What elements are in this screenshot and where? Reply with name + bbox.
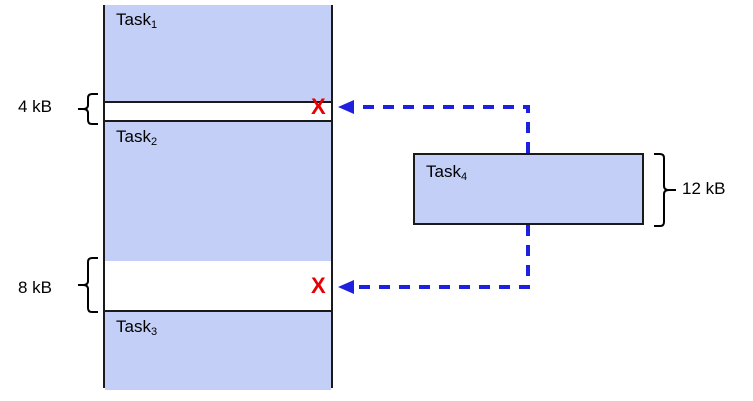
memory-block-task1-label: Task1 bbox=[116, 10, 158, 31]
size-label-4kb: 4 kB bbox=[18, 97, 53, 116]
brace-8kb bbox=[78, 257, 98, 313]
incoming-task4-box: Task4 bbox=[413, 153, 644, 225]
memory-free-gap-8kb bbox=[105, 261, 331, 312]
memory-block-task2-label: Task2 bbox=[116, 127, 158, 148]
incoming-task4-label: Task4 bbox=[426, 162, 468, 183]
main-memory-column: Task1 Task2 Task3 bbox=[103, 5, 333, 390]
reject-mark-gap-8kb: X bbox=[311, 273, 326, 298]
memory-block-task3-label: Task3 bbox=[116, 317, 158, 338]
memory-free-gap-4kb bbox=[105, 103, 331, 122]
size-label-8kb: 8 kB bbox=[18, 278, 53, 297]
arrow-to-gap-4kb bbox=[338, 100, 530, 153]
memory-block-task2: Task2 bbox=[105, 120, 331, 263]
brace-4kb bbox=[78, 93, 98, 125]
brace-12kb bbox=[654, 153, 676, 227]
size-label-12kb: 12 kB bbox=[682, 179, 726, 198]
reject-mark-gap-4kb: X bbox=[311, 94, 326, 119]
arrow-to-gap-8kb bbox=[338, 225, 530, 294]
memory-block-task3: Task3 bbox=[105, 310, 331, 390]
memory-block-task1: Task1 bbox=[105, 5, 331, 103]
